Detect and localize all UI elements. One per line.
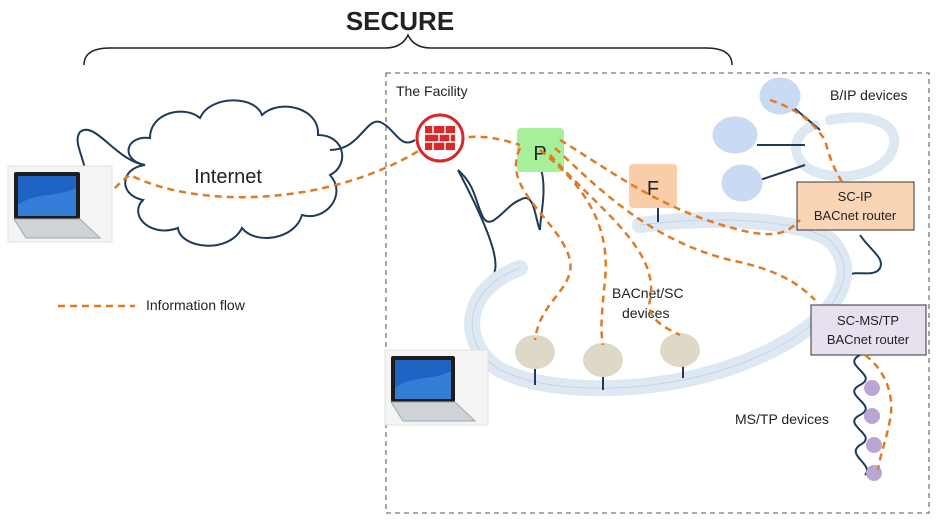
sc-ip-router-line2: BACnet router bbox=[814, 208, 897, 223]
mstp-device-2[interactable] bbox=[864, 408, 880, 424]
sc-devices bbox=[515, 333, 700, 390]
secure-title: SECURE bbox=[346, 6, 454, 36]
internet-cloud bbox=[124, 99, 344, 247]
bip-device-3[interactable] bbox=[721, 164, 763, 202]
bip-device-1[interactable] bbox=[759, 77, 801, 115]
sc-mstp-router-line1: SC-MS/TP bbox=[837, 313, 899, 328]
laptop-internet-icon[interactable] bbox=[7, 165, 113, 243]
sc-device-2[interactable] bbox=[583, 343, 623, 377]
facility-label: The Facility bbox=[396, 83, 468, 99]
failover-hub-label: F bbox=[647, 178, 659, 200]
firewall-icon[interactable] bbox=[415, 113, 465, 163]
sc-devices-label-line1: BACnet/SC bbox=[612, 285, 684, 301]
sc-ip-router[interactable]: SC-IP BACnet router bbox=[796, 181, 915, 231]
information-flow-paths bbox=[91, 98, 893, 471]
wires bbox=[76, 120, 882, 476]
bip-network-ring bbox=[791, 112, 900, 182]
sc-mstp-router-line2: BACnet router bbox=[827, 332, 910, 347]
failover-hub[interactable]: F bbox=[629, 164, 677, 208]
sc-mstp-router[interactable]: SC-MS/TP BACnet router bbox=[810, 304, 927, 356]
sc-ip-router-line1: SC-IP bbox=[838, 189, 873, 204]
internet-label: Internet bbox=[194, 166, 262, 188]
secure-brace bbox=[83, 33, 733, 66]
mstp-devices-label: MS/TP devices bbox=[735, 411, 829, 427]
mstp-device-1[interactable] bbox=[864, 380, 880, 396]
bip-devices-label: B/IP devices bbox=[830, 87, 908, 103]
sc-device-1[interactable] bbox=[515, 335, 555, 369]
legend-flow-label: Information flow bbox=[146, 297, 246, 313]
mstp-devices bbox=[864, 380, 882, 481]
sc-devices-label-line2: devices bbox=[622, 305, 669, 321]
bip-device-2[interactable] bbox=[712, 116, 758, 154]
laptop-facility-icon[interactable] bbox=[384, 349, 489, 426]
mstp-device-3[interactable] bbox=[866, 437, 882, 453]
sc-device-3[interactable] bbox=[660, 333, 700, 367]
primary-hub-label: P bbox=[533, 143, 546, 165]
facility-boundary bbox=[385, 72, 930, 514]
